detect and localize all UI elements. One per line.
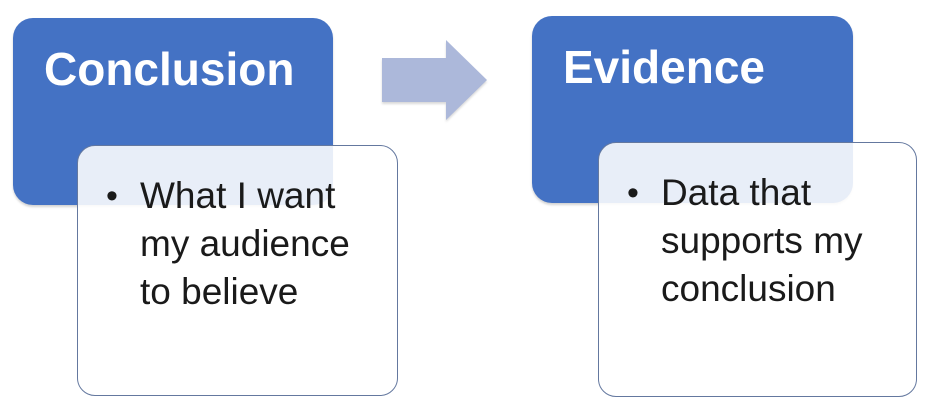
step-conclusion-detail-card: • What I want my audience to believe: [77, 145, 398, 396]
bullet-item: • Data that supports my conclusion: [627, 169, 906, 313]
step-evidence-title: Evidence: [563, 41, 765, 93]
bullet-dot-icon: •: [627, 174, 639, 212]
step-evidence-body-text: Data that supports my conclusion: [661, 172, 863, 309]
bullet-dot-icon: •: [106, 177, 118, 215]
step-conclusion-title: Conclusion: [44, 43, 295, 95]
step-evidence-detail-card: • Data that supports my conclusion: [598, 142, 917, 397]
step-conclusion-body-text: What I want my audience to believe: [140, 175, 350, 312]
flow-arrow-icon: [382, 40, 487, 120]
bullet-item: • What I want my audience to believe: [106, 172, 387, 316]
